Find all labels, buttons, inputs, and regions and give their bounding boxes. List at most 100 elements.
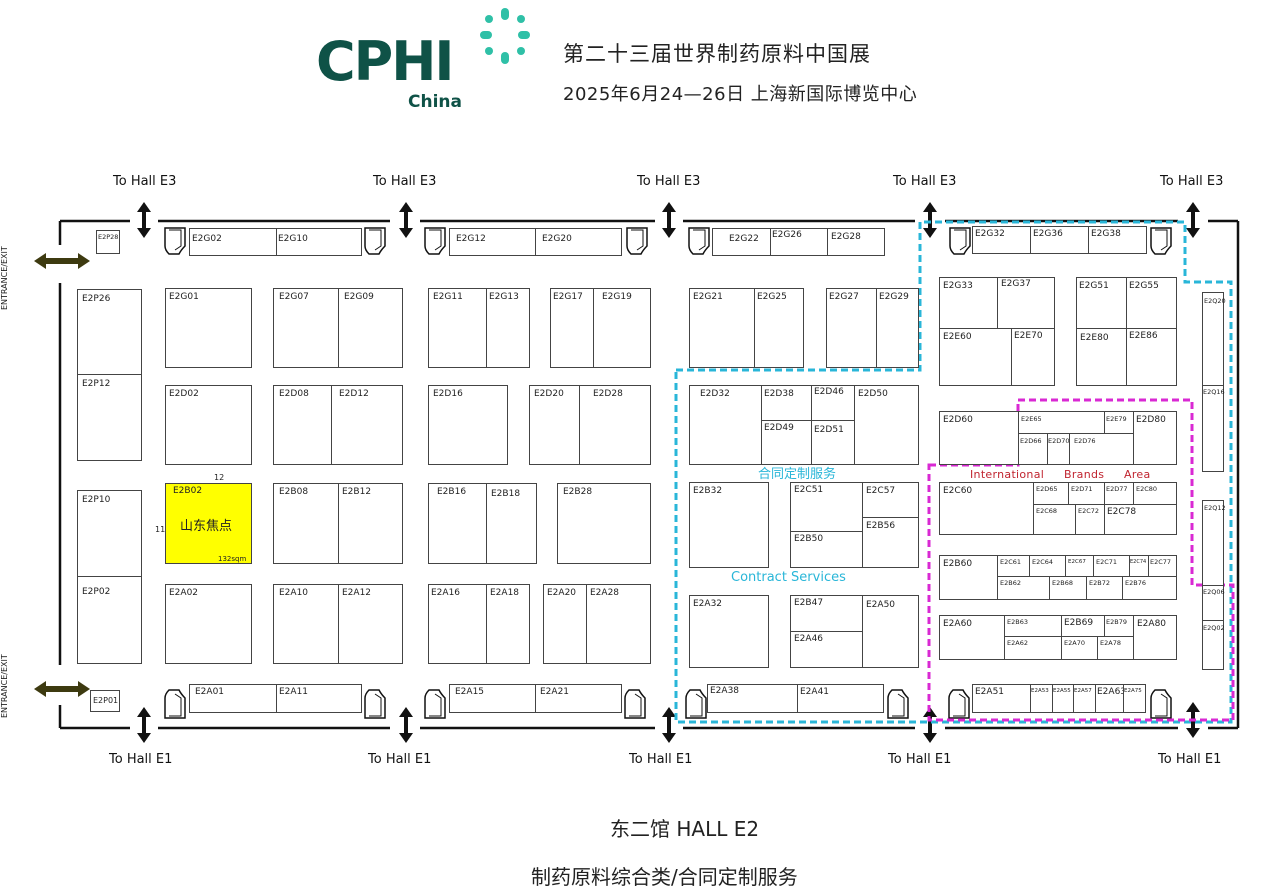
booth-E2G11[interactable]: E2G11 [428,288,487,368]
booth-E2B63[interactable]: E2B63 [1004,615,1062,637]
booth-E2G29[interactable]: E2G29 [876,288,919,368]
booth-E2G20[interactable]: E2G20 [535,228,622,256]
booth-E2G17[interactable]: E2G17 [550,288,594,368]
booth-E2B32[interactable]: E2B32 [689,482,769,568]
booth-E2C64[interactable]: E2C64 [1029,555,1066,577]
booth-E2D51[interactable]: E2D51 [811,420,855,465]
booth-E2G12[interactable]: E2G12 [449,228,536,256]
booth-E2D77[interactable]: E2D77 [1104,482,1134,505]
booth-E2C68[interactable]: E2C68 [1033,504,1076,535]
booth-E2D80[interactable]: E2D80 [1133,411,1177,465]
booth-E2P10[interactable]: E2P10 [77,490,142,577]
booth-E2B56[interactable]: E2B56 [862,517,919,568]
booth-E2B68[interactable]: E2B68 [1049,576,1087,600]
booth-E2D02[interactable]: E2D02 [165,385,252,465]
booth-E2D32[interactable]: E2D32 [689,385,762,465]
booth-E2D20[interactable]: E2D20 [529,385,580,465]
booth-E2D46[interactable]: E2D46 [811,385,855,421]
booth-E2A78[interactable]: E2A78 [1097,636,1134,660]
booth-E2D66[interactable]: E2D66 [1018,433,1048,465]
booth-E2C72[interactable]: E2C72 [1075,504,1105,535]
booth-E2B08[interactable]: E2B08 [273,483,339,564]
booth-E2A11[interactable]: E2A11 [276,684,362,713]
booth-E2G27[interactable]: E2G27 [826,288,877,368]
booth-E2B62[interactable]: E2B62 [997,576,1050,600]
booth-E2E80[interactable]: E2E80 [1076,328,1127,386]
booth-E2Q16[interactable]: E2Q16 [1202,385,1225,396]
booth-E2G02[interactable]: E2G02 [189,228,277,256]
booth-E2A51[interactable]: E2A51 [972,684,1031,713]
booth-E2A50[interactable]: E2A50 [862,595,919,668]
booth-E2A38[interactable]: E2A38 [707,684,798,713]
booth-E2D60[interactable]: E2D60 [939,411,1019,465]
booth-E2A01[interactable]: E2A01 [189,684,277,713]
booth-E2A32[interactable]: E2A32 [689,595,769,668]
booth-E2A60[interactable]: E2A60 [939,615,1005,660]
booth-E2D28[interactable]: E2D28 [579,385,651,465]
booth-E2A55[interactable]: E2A55 [1052,684,1074,713]
booth-E2A20[interactable]: E2A20 [543,584,587,664]
booth-E2A16[interactable]: E2A16 [428,584,487,664]
booth-E2G38[interactable]: E2G38 [1088,226,1147,254]
booth-E2A18[interactable]: E2A18 [486,584,530,664]
booth-E2E70[interactable]: E2E70 [1011,328,1055,386]
booth-E2P02[interactable]: E2P02 [77,576,142,664]
booth-E2E65[interactable]: E2E65 [1018,411,1105,434]
booth-E2G51[interactable]: E2G51 [1076,277,1127,329]
booth-E2Q20[interactable]: E2Q20 [1202,292,1226,472]
booth-E2P26[interactable]: E2P26 [77,289,142,375]
booth-E2G10[interactable]: E2G10 [276,228,362,256]
booth-E2A28[interactable]: E2A28 [586,584,651,664]
booth-E2B12[interactable]: E2B12 [338,483,403,564]
booth-E2G33[interactable]: E2G33 [939,277,998,329]
booth-E2A10[interactable]: E2A10 [273,584,339,664]
booth-E2A53[interactable]: E2A53 [1030,684,1053,713]
booth-E2G21[interactable]: E2G21 [689,288,755,368]
booth-E2B47[interactable]: E2B47 [790,595,863,632]
booth-E2D76[interactable]: E2D76 [1069,433,1134,465]
booth-E2A62[interactable]: E2A62 [1004,636,1062,660]
booth-E2B72[interactable]: E2B72 [1086,576,1123,600]
booth-E2C77[interactable]: E2C77 [1148,555,1177,577]
booth-E2A80[interactable]: E2A80 [1133,615,1177,660]
booth-E2A41[interactable]: E2A41 [797,684,884,713]
booth-E2E60[interactable]: E2E60 [939,328,1012,386]
booth-E2G32[interactable]: E2G32 [972,226,1031,254]
booth-E2A02[interactable]: E2A02 [165,584,252,664]
booth-E2D38[interactable]: E2D38 [761,385,812,421]
booth-E2B60[interactable]: E2B60 [939,555,998,600]
booth-E2E79[interactable]: E2E79 [1104,411,1134,434]
booth-E2D12[interactable]: E2D12 [331,385,403,465]
booth-E2C71[interactable]: E2C71 [1093,555,1130,577]
booth-E2A57[interactable]: E2A57 [1073,684,1096,713]
booth-E2C74[interactable]: E2C74 [1129,555,1149,577]
booth-E2C67[interactable]: E2C67 [1065,555,1094,577]
booth-E2A21[interactable]: E2A21 [535,684,622,713]
booth-E2C80[interactable]: E2C80 [1133,482,1177,505]
booth-E2B02[interactable]: E2B02 山东焦点 132sqm [165,483,252,564]
booth-E2D65[interactable]: E2D65 [1033,482,1069,505]
booth-E2A75[interactable]: E2A75 [1123,684,1146,713]
booth-E2D70[interactable]: E2D70 [1047,433,1070,465]
booth-E2D50[interactable]: E2D50 [854,385,919,465]
booth-E2B28[interactable]: E2B28 [557,483,651,564]
booth-E2G37[interactable]: E2G37 [997,277,1055,329]
booth-E2B50[interactable]: E2B50 [790,531,863,568]
booth-E2D71[interactable]: E2D71 [1068,482,1105,505]
booth-E2G07[interactable]: E2G07 [273,288,339,368]
booth-E2B69[interactable]: E2B69 [1061,615,1105,637]
booth-E2P01[interactable]: E2P01 [90,690,120,712]
booth-E2B18[interactable]: E2B18 [486,483,537,564]
booth-E2Q02[interactable]: E2Q02 [1202,620,1225,632]
booth-E2C51[interactable]: E2C51 [790,482,863,532]
booth-E2D08[interactable]: E2D08 [273,385,332,465]
booth-E2B16[interactable]: E2B16 [428,483,487,564]
booth-E2C61[interactable]: E2C61 [997,555,1030,577]
booth-E2A46[interactable]: E2A46 [790,631,863,668]
booth-E2A70[interactable]: E2A70 [1061,636,1098,660]
booth-E2B79[interactable]: E2B79 [1104,615,1134,637]
booth-E2G09[interactable]: E2G09 [338,288,403,368]
booth-E2G55[interactable]: E2G55 [1126,277,1177,329]
booth-E2A63[interactable]: E2A63 [1095,684,1126,713]
booth-E2G01[interactable]: E2G01 [165,288,252,368]
